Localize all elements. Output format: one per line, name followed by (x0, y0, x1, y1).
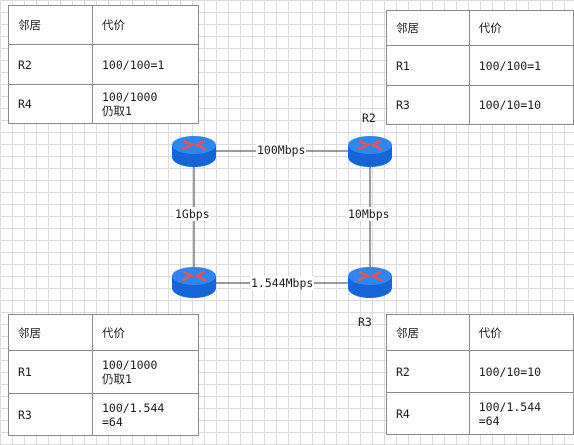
cost-cell: 100/100=1 (468, 45, 574, 86)
router-icon (348, 267, 392, 298)
cost-table-r2: 邻居 代价 R1 100/100=1 R3 100/10=10 (386, 10, 574, 125)
header-cost: 代价 (468, 10, 574, 46)
table-row: R3 100/1.544=64 (8, 393, 199, 436)
router-label-r2: R2 (362, 111, 376, 125)
cost-table-r3: 邻居 代价 R2 100/10=10 R4 100/1.544=64 (386, 314, 574, 435)
neighbor-cell: R3 (8, 393, 93, 436)
neighbor-cell: R1 (8, 350, 93, 394)
router-icon (172, 136, 216, 167)
header-cost: 代价 (92, 5, 199, 45)
header-cost: 代价 (92, 314, 199, 351)
table-row: R1 100/100=1 (386, 45, 574, 86)
neighbor-cell: R2 (8, 44, 93, 85)
neighbor-cell: R2 (386, 350, 470, 393)
link-label-r1-r2: 100Mbps (256, 143, 307, 157)
table-row: R2 100/100=1 (8, 44, 199, 85)
header-neighbor: 邻居 (8, 314, 93, 351)
neighbor-cell: R3 (386, 85, 470, 125)
router-icon (348, 136, 392, 167)
link-label-r2-r3: 10Mbps (347, 207, 391, 221)
table-row: R4 100/1.544=64 (386, 392, 574, 435)
header-neighbor: 邻居 (386, 10, 470, 46)
table-row: R3 100/10=10 (386, 85, 574, 125)
header-neighbor: 邻居 (386, 314, 470, 351)
link-label-r1-r4: 1Gbps (174, 207, 211, 221)
cost-cell: 100/100=1 (92, 44, 199, 85)
router-label-r3: R3 (358, 315, 372, 329)
table-row: R2 100/10=10 (386, 350, 574, 393)
cost-cell: 100/1.544=64 (92, 393, 199, 436)
neighbor-cell: R4 (8, 84, 93, 124)
cost-cell: 100/10=10 (468, 350, 574, 393)
neighbor-cell: R1 (386, 45, 470, 86)
header-cost: 代价 (468, 314, 574, 351)
header-neighbor: 邻居 (8, 5, 93, 45)
cost-cell: 100/10=10 (468, 85, 574, 125)
neighbor-cell: R4 (386, 392, 470, 435)
cost-cell: 100/1.544=64 (468, 392, 574, 435)
router-icon (172, 267, 216, 298)
link-label-r4-r3: 1.544Mbps (250, 276, 315, 290)
